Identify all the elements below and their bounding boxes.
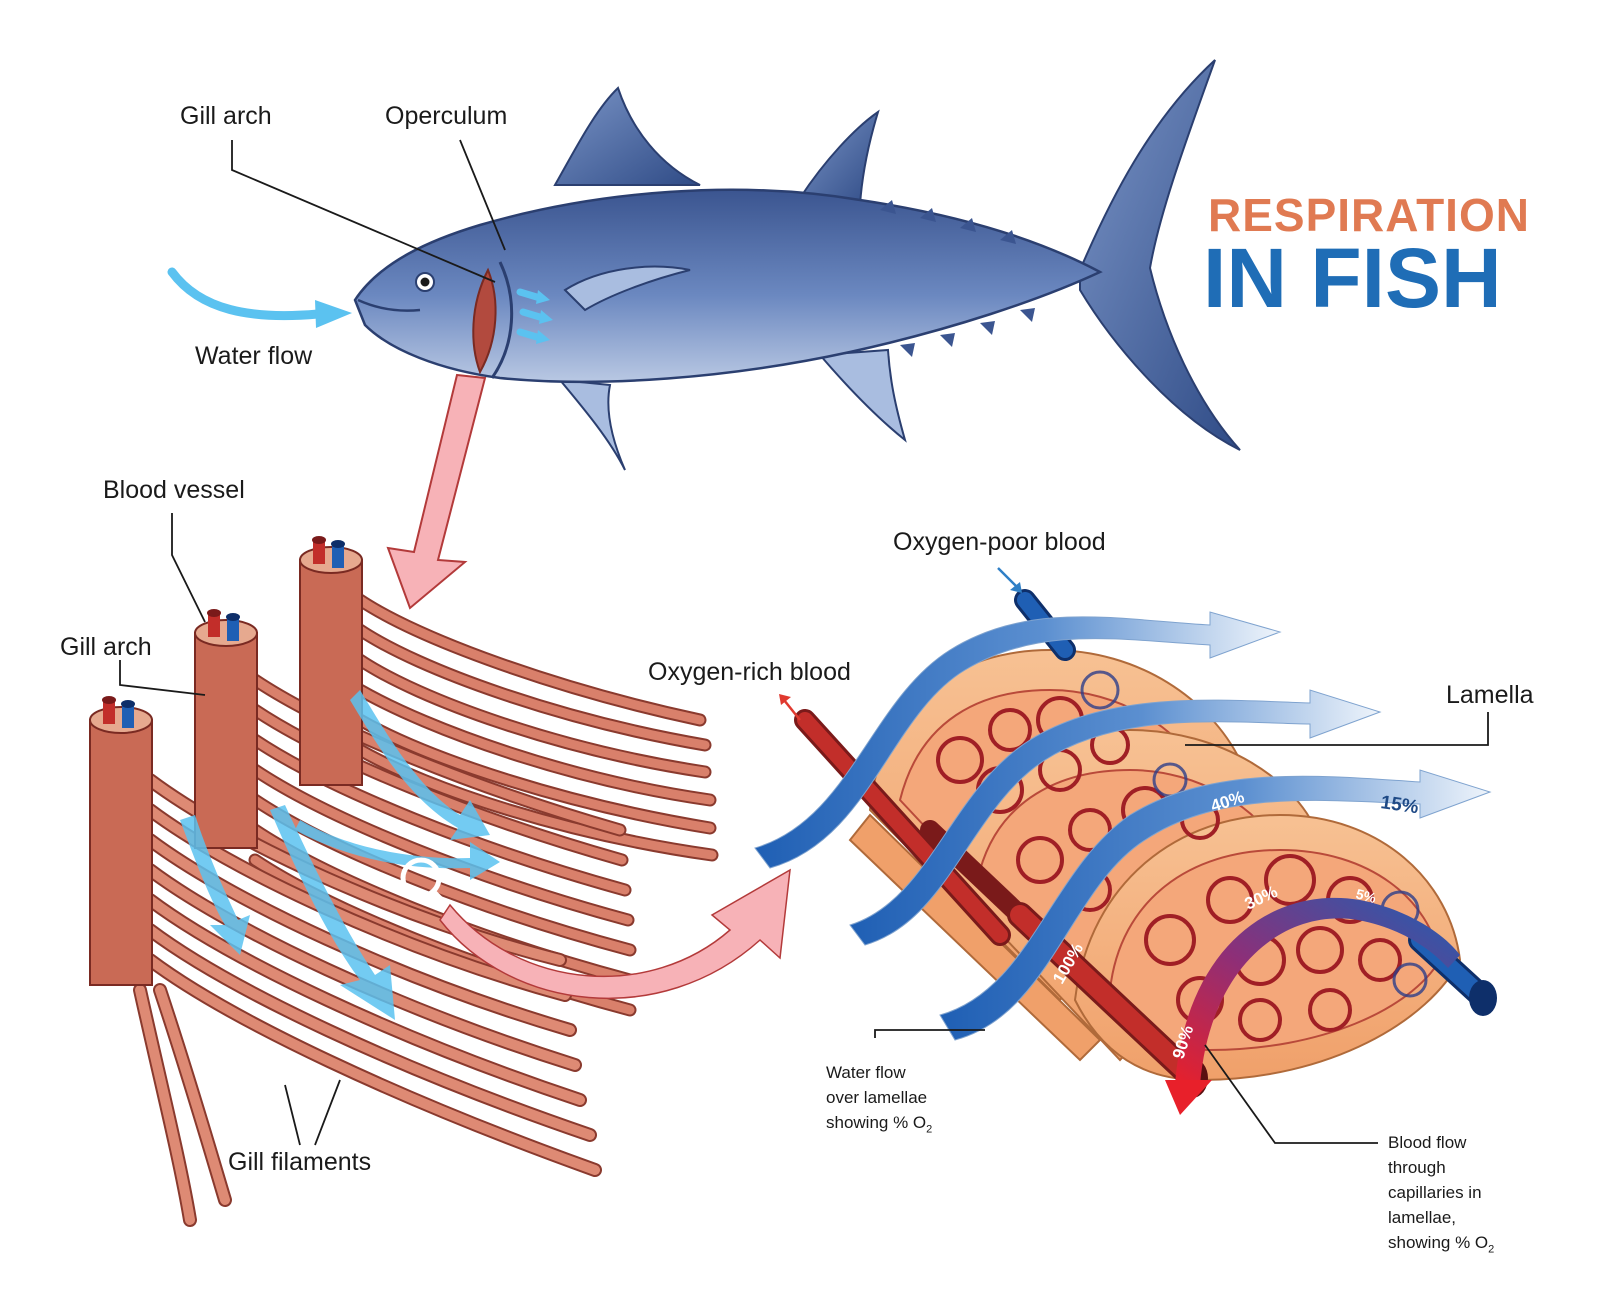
filament-water-arrows bbox=[180, 690, 500, 1020]
note-blood-line-3: capillaries in bbox=[1388, 1183, 1482, 1202]
zoom-arrow-right bbox=[439, 868, 791, 1000]
blood-flow-arc bbox=[1165, 897, 1460, 1115]
lamella-water-bands bbox=[754, 611, 1492, 1041]
note-water-line-1: Water flow bbox=[826, 1063, 906, 1082]
note-blood-line-1: Blood flow bbox=[1388, 1133, 1467, 1152]
note-blood-flow: Blood flow through capillaries in lamell… bbox=[1388, 1130, 1494, 1262]
note-water-flow: Water flow over lamellae showing % O2 bbox=[826, 1060, 932, 1142]
o2-subscript-blood: 2 bbox=[1488, 1243, 1495, 1256]
lamellae bbox=[794, 589, 1497, 1098]
note-blood-line-5-text: showing % O bbox=[1388, 1233, 1489, 1252]
blood-direction-arrows bbox=[779, 567, 1022, 721]
label-blood-vessel: Blood vessel bbox=[103, 476, 245, 504]
label-gill-arch-left: Gill arch bbox=[60, 633, 152, 661]
note-water-line-3: showing % O2 bbox=[826, 1110, 932, 1142]
label-lamella: Lamella bbox=[1446, 681, 1534, 709]
gill-arches bbox=[89, 536, 363, 986]
title-line-2: IN FISH bbox=[1203, 231, 1502, 325]
label-operculum: Operculum bbox=[385, 102, 508, 130]
water-flow-arrow bbox=[167, 267, 352, 328]
label-oxygen-rich-blood: Oxygen-rich blood bbox=[648, 658, 851, 686]
label-gill-filaments: Gill filaments bbox=[228, 1148, 372, 1176]
note-blood-line-2: through bbox=[1388, 1158, 1446, 1177]
leader-lines bbox=[119, 139, 1489, 1146]
note-blood-line-4: lamellae, bbox=[1388, 1208, 1457, 1227]
water-percent-15: 15% bbox=[1379, 792, 1420, 818]
note-water-line-3-text: showing % O bbox=[826, 1113, 927, 1132]
label-water-flow: Water flow bbox=[195, 342, 313, 370]
zoom-arrow-down bbox=[386, 373, 487, 610]
label-gill-arch-top: Gill arch bbox=[180, 102, 272, 130]
title-line-1: RESPIRATION bbox=[1208, 189, 1530, 241]
label-oxygen-poor-blood: Oxygen-poor blood bbox=[893, 528, 1106, 556]
magnifier-icon bbox=[400, 857, 452, 910]
blood-percent-5: 5% bbox=[1354, 885, 1378, 906]
note-blood-line-5: showing % O2 bbox=[1388, 1230, 1494, 1262]
fish bbox=[353, 59, 1241, 471]
note-water-line-2: over lamellae bbox=[826, 1088, 928, 1107]
o2-subscript: 2 bbox=[926, 1123, 933, 1136]
